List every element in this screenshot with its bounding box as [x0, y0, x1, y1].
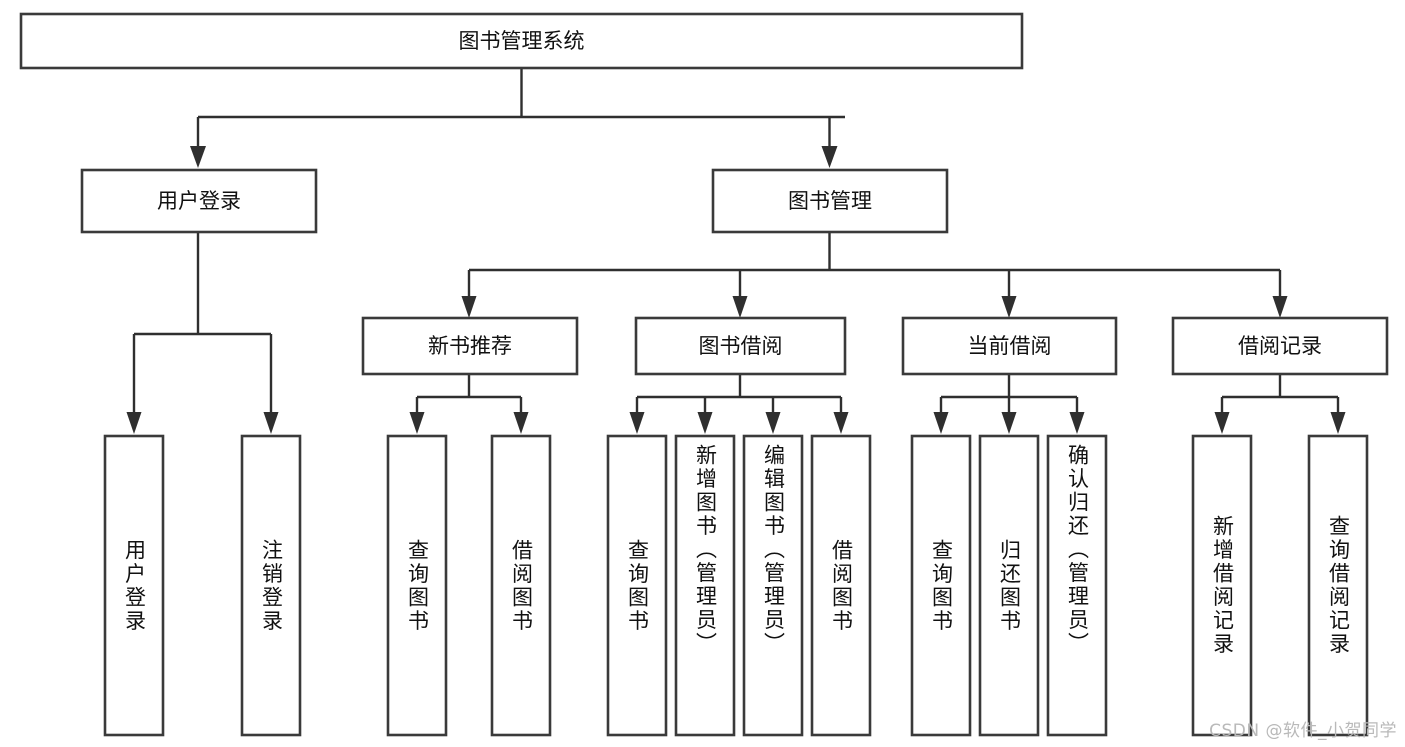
leaf-box-cb-3[interactable] — [1046, 434, 1108, 737]
arrowhead-br-1 — [1214, 412, 1230, 434]
arrowhead-ul-1 — [126, 412, 142, 434]
node-current-borrow[interactable]: 当前借阅 — [901, 316, 1118, 376]
leaf-boxes-user-login — [103, 434, 302, 737]
arrowhead-book-borrow — [732, 296, 748, 318]
leaf-boxes-borrow-record — [1191, 434, 1369, 737]
node-book-borrow-label: 图书借阅 — [699, 334, 783, 358]
node-book-borrow-box — [634, 316, 847, 376]
node-user-login[interactable]: 用户登录 — [80, 168, 318, 234]
node-new-book-recommend-label: 新书推荐 — [428, 334, 512, 358]
arrowhead-bb-2 — [697, 412, 713, 434]
leaf-boxes-new-book — [386, 434, 552, 737]
leaf-box-cb-1[interactable] — [910, 434, 972, 737]
arrowhead-current-borrow — [1001, 296, 1017, 318]
connector-userlogin-to-leaves — [126, 232, 279, 434]
node-root-system[interactable]: 图书管理系统 — [19, 12, 1024, 70]
leaf-box-cb-2[interactable] — [978, 434, 1040, 737]
arrowhead-nb-2 — [513, 412, 529, 434]
connector-currentborrow-to-leaves — [933, 374, 1085, 434]
connector-root-to-level2 — [190, 68, 845, 168]
arrowhead-nb-1 — [409, 412, 425, 434]
arrowhead-cb-1 — [933, 412, 949, 434]
arrowhead-borrow-record — [1272, 296, 1288, 318]
leaf-box-nb-2[interactable] — [490, 434, 552, 737]
node-borrow-record-box — [1171, 316, 1389, 376]
node-book-borrow[interactable]: 图书借阅 — [634, 316, 847, 376]
arrowhead-bb-1 — [629, 412, 645, 434]
node-current-borrow-box — [901, 316, 1118, 376]
arrowhead-ul-2 — [263, 412, 279, 434]
node-book-management-box — [711, 168, 949, 234]
arrowhead-book-mgmt — [821, 146, 838, 168]
leaf-box-bb-2[interactable] — [674, 434, 736, 737]
arrowhead-bb-4 — [833, 412, 849, 434]
leaf-boxes-book-borrow — [606, 434, 872, 737]
node-root-box — [19, 12, 1024, 70]
connector-borrowrecord-to-leaves — [1214, 374, 1346, 434]
connector-bookborrow-to-leaves — [629, 374, 849, 434]
node-user-login-label: 用户登录 — [157, 189, 241, 213]
leaf-box-br-2[interactable] — [1307, 434, 1369, 737]
connector-newbook-to-leaves — [409, 374, 529, 434]
node-current-borrow-label: 当前借阅 — [968, 334, 1052, 358]
arrowhead-cb-3 — [1069, 412, 1085, 434]
leaf-box-bb-1[interactable] — [606, 434, 668, 737]
node-new-book-recommend[interactable]: 新书推荐 — [361, 316, 579, 376]
node-book-management[interactable]: 图书管理 — [711, 168, 949, 234]
leaf-box-ul-1[interactable] — [103, 434, 165, 737]
node-borrow-record[interactable]: 借阅记录 — [1171, 316, 1389, 376]
leaf-box-bb-4[interactable] — [810, 434, 872, 737]
leaf-box-bb-3[interactable] — [742, 434, 804, 737]
csdn-watermark: CSDN @软件_小贺同学 — [1209, 721, 1397, 741]
arrowhead-user-login — [190, 146, 206, 168]
node-user-login-box — [80, 168, 318, 234]
arrowhead-cb-2 — [1001, 412, 1017, 434]
arrowhead-br-2 — [1330, 412, 1346, 434]
node-book-management-label: 图书管理 — [788, 189, 872, 213]
node-root-label: 图书管理系统 — [459, 29, 585, 53]
leaf-box-nb-1[interactable] — [386, 434, 448, 737]
arrowhead-bb-3 — [765, 412, 781, 434]
leaf-box-ul-2[interactable] — [240, 434, 302, 737]
node-borrow-record-label: 借阅记录 — [1238, 334, 1322, 358]
arrowhead-new-book — [461, 296, 477, 318]
connector-bookmgmt-to-level3 — [461, 232, 1288, 318]
leaf-box-br-1[interactable] — [1191, 434, 1253, 737]
node-new-book-recommend-box — [361, 316, 579, 376]
leaf-boxes-current-borrow — [910, 434, 1108, 737]
